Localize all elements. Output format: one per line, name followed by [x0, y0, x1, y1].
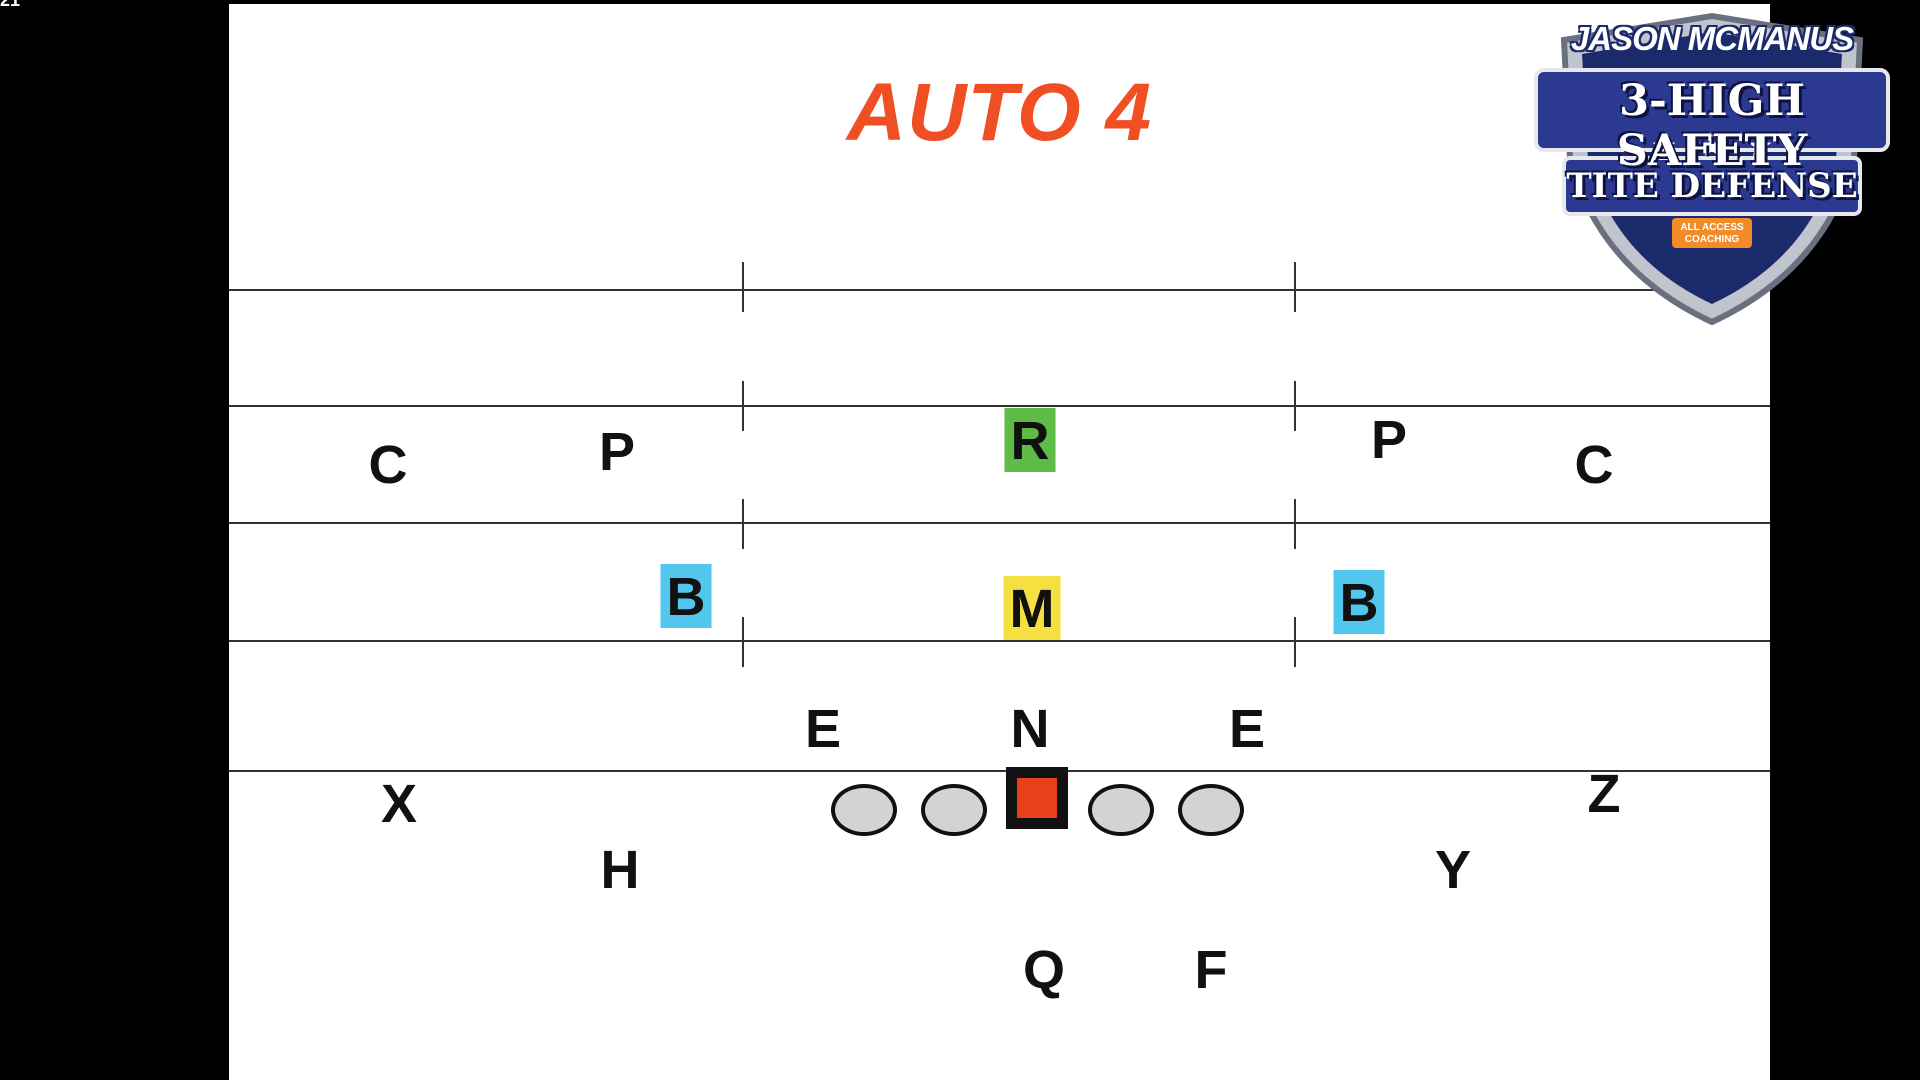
shield-icon: ★ ★ ★ — [1534, 12, 1890, 326]
defender-e-left: E — [804, 699, 842, 759]
offense-x: X — [380, 774, 418, 834]
badge-title-line2: TITE DEFENSE — [1566, 166, 1858, 206]
defender-e-right: E — [1228, 699, 1266, 759]
svg-text:★: ★ — [1699, 130, 1726, 163]
defender-n: N — [1010, 699, 1050, 759]
offensive-lineman — [1088, 784, 1154, 836]
offensive-lineman — [1178, 784, 1244, 836]
defender-c-left: C — [368, 435, 408, 495]
hash-mark — [1294, 381, 1296, 431]
defender-c-right: C — [1574, 435, 1614, 495]
svg-text:★: ★ — [1651, 130, 1678, 163]
defender-p-left: P — [598, 422, 636, 482]
yard-line — [229, 289, 1770, 291]
offense-y: Y — [1434, 840, 1472, 900]
hash-mark — [1294, 617, 1296, 667]
hash-mark — [1294, 499, 1296, 549]
badge-title-line1: 3-HIGH SAFETY — [1616, 76, 1808, 176]
offense-q: Q — [1022, 940, 1066, 1000]
line-of-scrimmage — [229, 770, 1770, 772]
defender-r: R — [1004, 408, 1056, 472]
center-square-fill — [1017, 778, 1057, 818]
hash-mark — [742, 617, 744, 667]
svg-text:★: ★ — [1747, 130, 1774, 163]
hash-mark — [742, 381, 744, 431]
badge-sub-logo: ALL ACCESS COACHING — [1672, 218, 1752, 248]
diagram-slide: AUTO 4 C P R P C B M B E N E X H Q F Y Z — [229, 4, 1770, 1080]
offense-h: H — [600, 840, 640, 900]
corner-mark: 21 — [0, 0, 21, 10]
offensive-lineman — [831, 784, 897, 836]
hash-mark — [742, 499, 744, 549]
center-square — [1006, 767, 1068, 829]
defender-b-left: B — [660, 564, 712, 628]
play-title: AUTO 4 — [846, 67, 1153, 158]
hash-mark — [742, 262, 744, 312]
offensive-lineman — [921, 784, 987, 836]
hash-mark — [1294, 262, 1296, 312]
yard-line — [229, 522, 1770, 524]
offense-f: F — [1194, 940, 1228, 1000]
defender-p-right: P — [1370, 410, 1408, 470]
offense-z: Z — [1587, 764, 1621, 824]
badge-owner-name: JASON MCMANUS — [1570, 20, 1854, 57]
course-logo-badge: ★ ★ ★ JASON MCMANUS 3-HIGH SAFETY TITE D… — [1524, 10, 1900, 330]
yard-line — [229, 405, 1770, 407]
defender-b-right: B — [1333, 570, 1385, 634]
yard-line — [229, 640, 1770, 642]
defender-m: M — [1003, 576, 1061, 640]
